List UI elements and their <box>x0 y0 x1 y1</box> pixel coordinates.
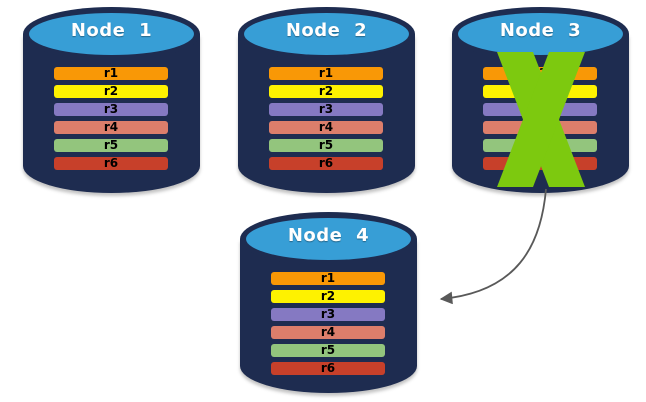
failover-arrow-path <box>439 188 547 305</box>
cylinder-top-face <box>29 13 194 55</box>
record-bar-r2: r2 <box>269 85 383 98</box>
record-bar-r1: r1 <box>271 272 385 285</box>
record-bar-r1: r1 <box>54 67 168 80</box>
record-bar-r5: r5 <box>269 139 383 152</box>
record-bar-r5: r5 <box>54 139 168 152</box>
node-title: Node 3 <box>499 20 582 41</box>
record-bar-r4: r4 <box>54 121 168 134</box>
record-bar-r5: r5 <box>271 344 385 357</box>
node-title: Node 4 <box>287 225 370 246</box>
record-bar-r2: r2 <box>271 290 385 303</box>
node-4: Node 4 r1 r2 r3 r4 r5 r6 <box>240 212 417 393</box>
cylinder-top-face <box>244 13 409 55</box>
record-bar-r4: r4 <box>271 326 385 339</box>
record-list: r1 r2 r3 r4 r5 r6 <box>269 67 383 170</box>
record-bar-r2: r2 <box>54 85 168 98</box>
failure-x-icon <box>497 52 585 187</box>
node-title: Node 1 <box>70 20 153 41</box>
record-bar-r6: r6 <box>271 362 385 375</box>
cylinder-top-face <box>458 13 623 55</box>
record-bar-r3: r3 <box>271 308 385 321</box>
record-bar-r4: r4 <box>269 121 383 134</box>
cylinder-top-face <box>246 218 411 260</box>
record-bar-r6: r6 <box>54 157 168 170</box>
record-bar-r3: r3 <box>269 103 383 116</box>
node-3: Node 3 r1 r2 r3 r4 r5 r6 <box>452 7 629 193</box>
record-bar-r3: r3 <box>54 103 168 116</box>
record-bar-r6: r6 <box>269 157 383 170</box>
node-title: Node 2 <box>285 20 368 41</box>
record-bar-r1: r1 <box>269 67 383 80</box>
record-list: r1 r2 r3 r4 r5 r6 <box>54 67 168 170</box>
node-1: Node 1 r1 r2 r3 r4 r5 r6 <box>23 7 200 193</box>
node-2: Node 2 r1 r2 r3 r4 r5 r6 <box>238 7 415 193</box>
record-list: r1 r2 r3 r4 r5 r6 <box>271 272 385 375</box>
